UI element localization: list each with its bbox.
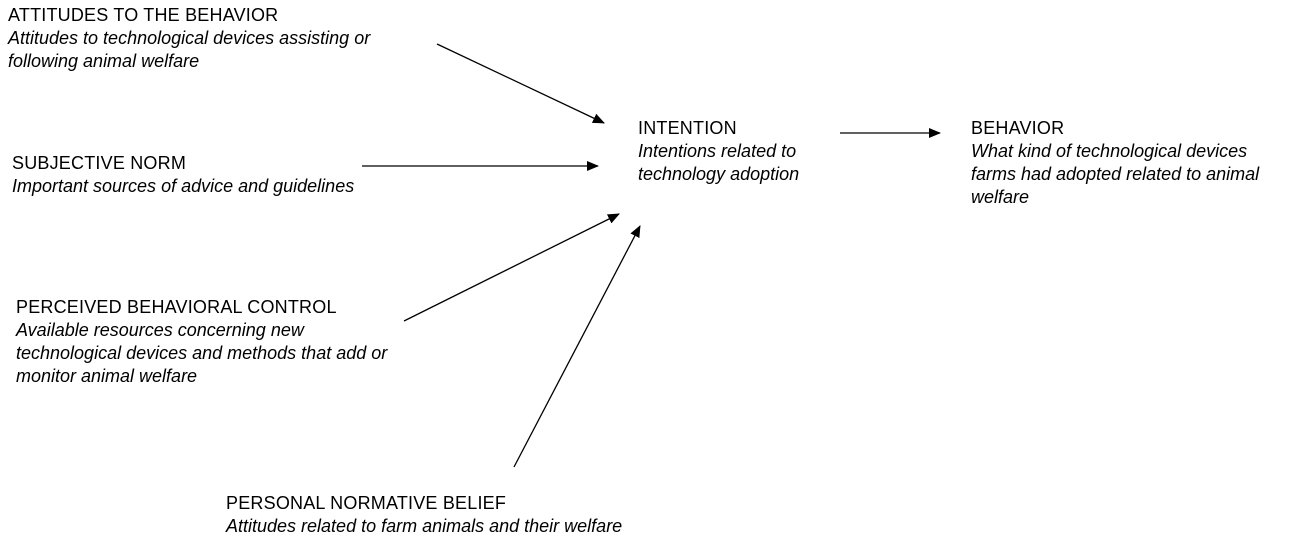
node-description-line: technology adoption (638, 164, 800, 184)
node-description-line: technological devices and methods that a… (16, 343, 388, 363)
node-description-line: farms had adopted related to animal (971, 164, 1260, 184)
node-attitudes-to-the-behavior: ATTITUDES TO THE BEHAVIOR Attitudes to t… (8, 4, 370, 73)
node-description-line: Intentions related to (638, 141, 797, 161)
node-description-line: Available resources concerning new (16, 320, 304, 340)
arrow-pbc-to-intention (403, 213, 620, 322)
node-title: PERCEIVED BEHAVIORAL CONTROL (16, 297, 337, 317)
node-description-line: following animal welfare (8, 51, 200, 71)
node-title: INTENTION (638, 118, 737, 138)
node-description-line: welfare (971, 187, 1030, 207)
node-perceived-behavioral-control: PERCEIVED BEHAVIORAL CONTROL Available r… (16, 296, 387, 388)
node-description-line: What kind of technological devices (971, 141, 1248, 161)
node-subjective-norm: SUBJECTIVE NORM Important sources of adv… (12, 152, 354, 198)
node-description-line: Attitudes to technological devices assis… (8, 28, 371, 48)
node-title: PERSONAL NORMATIVE BELIEF (226, 493, 507, 513)
node-title: BEHAVIOR (971, 118, 1065, 138)
node-intention: INTENTION Intentions related to technolo… (638, 117, 799, 186)
node-behavior: BEHAVIOR What kind of technological devi… (971, 117, 1259, 209)
arrow-attitudes-to-intention (436, 43, 605, 124)
node-description-line: Attitudes related to farm animals and th… (226, 516, 623, 536)
node-personal-normative-belief: PERSONAL NORMATIVE BELIEF Attitudes rela… (226, 492, 622, 538)
node-title: SUBJECTIVE NORM (12, 153, 187, 173)
arrow-pnb-to-intention (513, 225, 641, 468)
node-title: ATTITUDES TO THE BEHAVIOR (8, 5, 279, 25)
node-description-line: Important sources of advice and guidelin… (12, 176, 355, 196)
node-description-line: monitor animal welfare (16, 366, 198, 386)
